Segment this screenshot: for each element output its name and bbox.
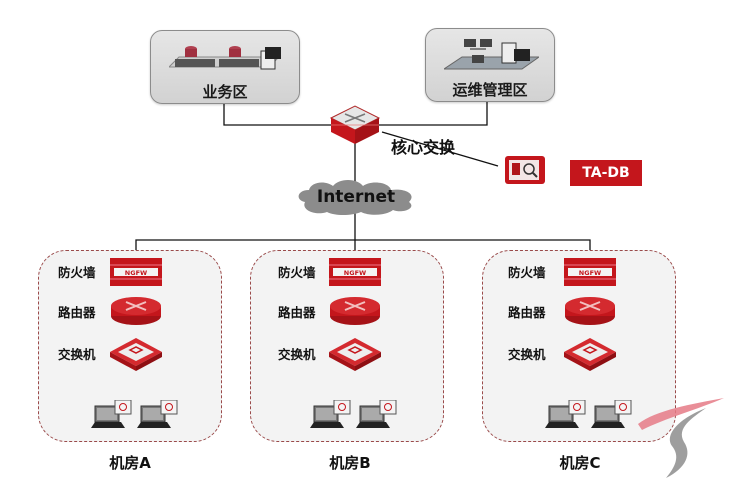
room-b-title: 机房B: [329, 454, 371, 472]
router-icon: [329, 296, 381, 326]
laptop-icon: [310, 399, 354, 430]
core-switch-icon: [329, 105, 381, 144]
server-rack-icon: [169, 46, 281, 70]
switch-label: 交换机: [58, 347, 96, 362]
core-switch-label: 核心交换: [391, 138, 456, 157]
router-icon: [564, 296, 616, 326]
switch-icon: [327, 336, 383, 372]
laptop-icon: [137, 399, 181, 430]
audit-device-icon: [505, 156, 545, 184]
switch-icon: [562, 336, 618, 372]
router-label: 路由器: [58, 305, 96, 320]
internet-cloud-icon: [298, 180, 412, 215]
tadb-badge: TA-DB: [570, 160, 642, 186]
svg-text:NGFW: NGFW: [125, 269, 147, 277]
switch-icon: [108, 336, 164, 372]
room-a-title: 机房A: [109, 454, 151, 472]
business-zone-label: 业务区: [202, 83, 248, 101]
internet-rooms-bus: [135, 239, 591, 258]
router-label: 路由器: [508, 305, 546, 320]
firewall-label: 防火墙: [278, 265, 316, 280]
firewall-icon: NGFW: [564, 258, 616, 286]
firewall-icon: NGFW: [110, 258, 162, 286]
brand-logo-icon: [638, 398, 724, 478]
laptop-icon: [591, 399, 635, 430]
firewall-label: 防火墙: [508, 265, 546, 280]
switch-label: 交换机: [508, 347, 546, 362]
laptop-icon: [91, 399, 135, 430]
room-c-title: 机房C: [559, 454, 601, 472]
firewall-label: 防火墙: [58, 265, 96, 280]
firewall-icon: NGFW: [329, 258, 381, 286]
ops-zone: 运维管理区: [425, 28, 555, 102]
business-zone: 业务区: [150, 30, 300, 104]
workstations-icon: [444, 39, 539, 70]
ops-zone-label: 运维管理区: [452, 81, 528, 99]
router-icon: [110, 296, 162, 326]
core-tadb-link: [381, 131, 499, 167]
internet-label: Internet: [316, 187, 396, 207]
laptop-icon: [356, 399, 400, 430]
svg-text:NGFW: NGFW: [344, 269, 366, 277]
laptop-icon: [545, 399, 589, 430]
svg-text:NGFW: NGFW: [579, 269, 601, 277]
switch-label: 交换机: [278, 347, 316, 362]
router-label: 路由器: [278, 305, 316, 320]
